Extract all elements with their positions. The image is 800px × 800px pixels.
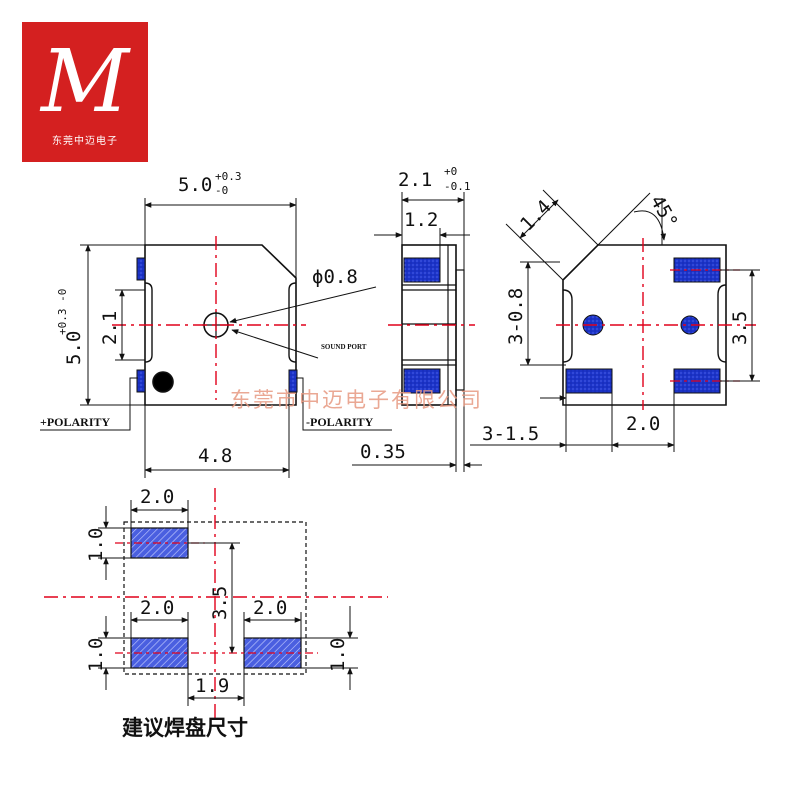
- polarity-dot: [152, 371, 174, 393]
- logo-letter: M: [40, 32, 130, 132]
- logo-company-name: 东莞中迈电子: [52, 136, 118, 147]
- pad-layout-caption: 建议焊盘尺寸: [122, 716, 248, 740]
- back-left-height-dim: 3-0.8: [505, 288, 527, 345]
- pad-bottom-right-width-dim: 2.0: [253, 597, 287, 619]
- pad-bottom-left-height-dim: 1.0: [85, 638, 107, 672]
- company-logo: M 东莞中迈电子: [22, 22, 148, 162]
- back-pad-width-dim: 3-1.5: [482, 423, 539, 445]
- back-view: [470, 189, 760, 452]
- pad-bottom-left-width-dim: 2.0: [140, 597, 174, 619]
- side-thickness-tol-plus: +0: [444, 165, 457, 178]
- pad-top-width-dim: 2.0: [140, 486, 174, 508]
- side-thickness-tol-minus: -0.1: [444, 180, 471, 193]
- side-thickness-dim: 2.1: [398, 169, 432, 191]
- front-bottom-width-dim: 4.8: [198, 445, 232, 467]
- side-pad-dim: 1.2: [404, 209, 438, 231]
- side-terminal-bottom: [403, 368, 441, 394]
- angle-dim: 45°: [646, 192, 682, 233]
- pad-layout: [44, 488, 388, 722]
- front-width-tol-plus: +0.3: [215, 170, 242, 183]
- pad-vertical-spacing-dim: 3.5: [209, 586, 231, 620]
- pad-bottom-right-height-dim: 1.0: [327, 638, 349, 672]
- front-inner-height-dim: 2.1: [99, 311, 121, 345]
- front-height-dim: 5.0: [63, 331, 85, 365]
- chamfer-dim: 1.4: [516, 196, 556, 236]
- side-view: [352, 192, 482, 472]
- pad-gap-dim: 1.9: [195, 675, 229, 697]
- sound-port-label: SOUND PORT: [321, 343, 367, 351]
- pos-polarity-label: +POLARITY: [40, 415, 111, 429]
- front-height-tol: +0.3 -0: [56, 289, 69, 335]
- front-view: [40, 198, 392, 478]
- company-watermark: 东莞市中迈电子有限公司: [230, 388, 483, 412]
- pad-top-height-dim: 1.0: [85, 528, 107, 562]
- front-width-tol-minus: -0: [215, 184, 228, 197]
- back-pad-spacing-dim: 3.5: [729, 311, 751, 345]
- side-offset-dim: 0.35: [360, 441, 406, 463]
- back-pad-gap-dim: 2.0: [626, 413, 660, 435]
- front-terminal-br: [288, 369, 298, 393]
- neg-polarity-label: -POLARITY: [306, 415, 374, 429]
- back-pad-bl: [565, 368, 613, 394]
- front-width-dim: 5.0: [178, 174, 212, 196]
- hole-diameter-dim: ϕ0.8: [312, 266, 358, 288]
- side-terminal-top: [403, 257, 441, 283]
- front-terminal-bl: [136, 369, 146, 393]
- front-terminal-tl: [136, 257, 146, 281]
